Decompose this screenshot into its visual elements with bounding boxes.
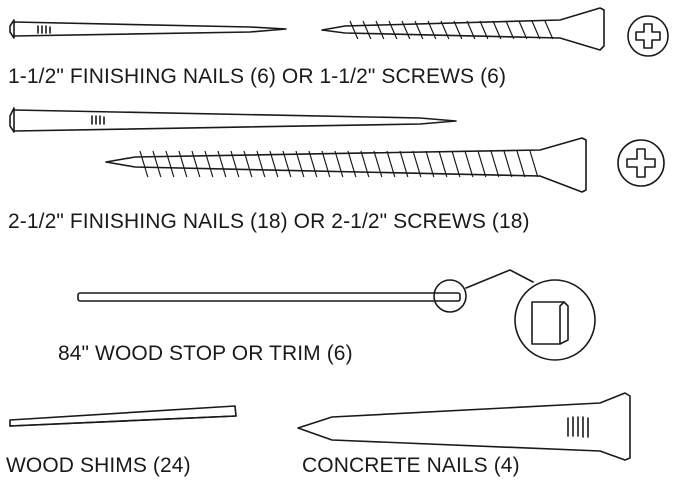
short-finishing-nail [9,19,287,39]
screw-thread [139,150,539,178]
long-finishing-nail [9,107,457,133]
caption-wood-stop: 84" WOOD STOP OR TRIM (6) [58,342,353,365]
caption-short-fasteners: 1-1/2" FINISHING NAILS (6) OR 1-1/2" SCR… [8,65,507,88]
phillips-head-icon [617,139,665,187]
concrete-nail [297,392,631,461]
wood-shim [9,405,237,427]
wood-stop-trim [77,269,534,313]
caption-long-fasteners: 2-1/2" FINISHING NAILS (18) OR 2-1/2" SC… [8,210,530,233]
magnifier-callout-icon [514,279,596,361]
short-screw [321,7,605,51]
caption-concrete-nails: CONCRETE NAILS (4) [302,454,520,477]
long-screw [105,137,587,193]
phillips-head-icon [627,15,669,57]
screw-thread [349,20,554,40]
caption-wood-shims: WOOD SHIMS (24) [6,454,191,477]
